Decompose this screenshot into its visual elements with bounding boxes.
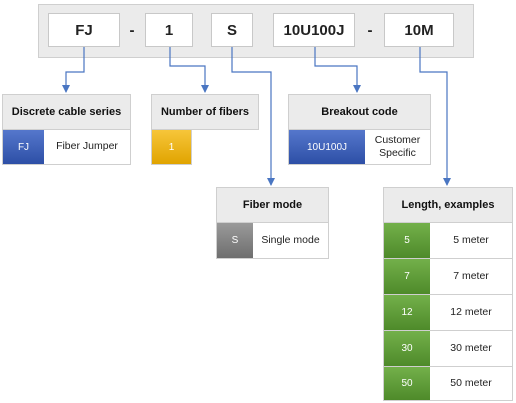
code-separator: -: [367, 21, 373, 39]
length-code-chip: 5: [384, 223, 430, 258]
mode-row: S Single mode: [216, 223, 329, 259]
code-separator: -: [129, 21, 135, 39]
series-panel-title: Discrete cable series: [2, 94, 131, 130]
fibers-row: 1: [151, 130, 192, 165]
length-label: 50 meter: [450, 376, 492, 389]
code-segment-series: FJ: [48, 13, 120, 47]
length-label: 30 meter: [450, 341, 492, 354]
code-segment-fibers: 1: [145, 13, 193, 47]
connector-fibers: [169, 47, 209, 93]
length-row: 30 30 meter: [383, 331, 513, 367]
series-label: Fiber Jumper: [56, 140, 118, 153]
mode-label: Single mode: [261, 233, 320, 246]
mode-panel-title: Fiber mode: [216, 187, 329, 223]
series-code-chip: FJ: [3, 130, 44, 164]
length-row: 12 12 meter: [383, 295, 513, 331]
length-row: 5 5 meter: [383, 223, 513, 259]
length-code-chip: 30: [384, 331, 430, 366]
length-label: 7 meter: [453, 269, 489, 282]
code-segment-mode: S: [211, 13, 253, 47]
connector-breakout: [314, 47, 361, 93]
connector-length: [419, 47, 451, 186]
code-segment-breakout: 10U100J: [273, 13, 355, 47]
length-panel-title: Length, examples: [383, 187, 513, 223]
fibers-panel-title: Number of fibers: [151, 94, 259, 130]
fibers-code-chip: 1: [152, 130, 191, 164]
code-segment-length: 10M: [384, 13, 454, 47]
length-code-chip: 50: [384, 367, 430, 400]
mode-code-chip: S: [217, 223, 253, 258]
connector-series: [62, 47, 85, 93]
breakout-label: Customer Specific: [374, 133, 421, 159]
breakout-row: 10U100J Customer Specific: [288, 130, 431, 165]
breakout-code-chip: 10U100J: [289, 130, 365, 164]
length-row: 7 7 meter: [383, 259, 513, 295]
series-row: FJ Fiber Jumper: [2, 130, 131, 165]
length-code-chip: 7: [384, 259, 430, 294]
connector-mode: [231, 47, 275, 186]
length-label: 12 meter: [450, 305, 492, 318]
length-code-chip: 12: [384, 295, 430, 330]
length-row: 50 50 meter: [383, 367, 513, 401]
length-label: 5 meter: [453, 233, 489, 246]
breakout-panel-title: Breakout code: [288, 94, 431, 130]
